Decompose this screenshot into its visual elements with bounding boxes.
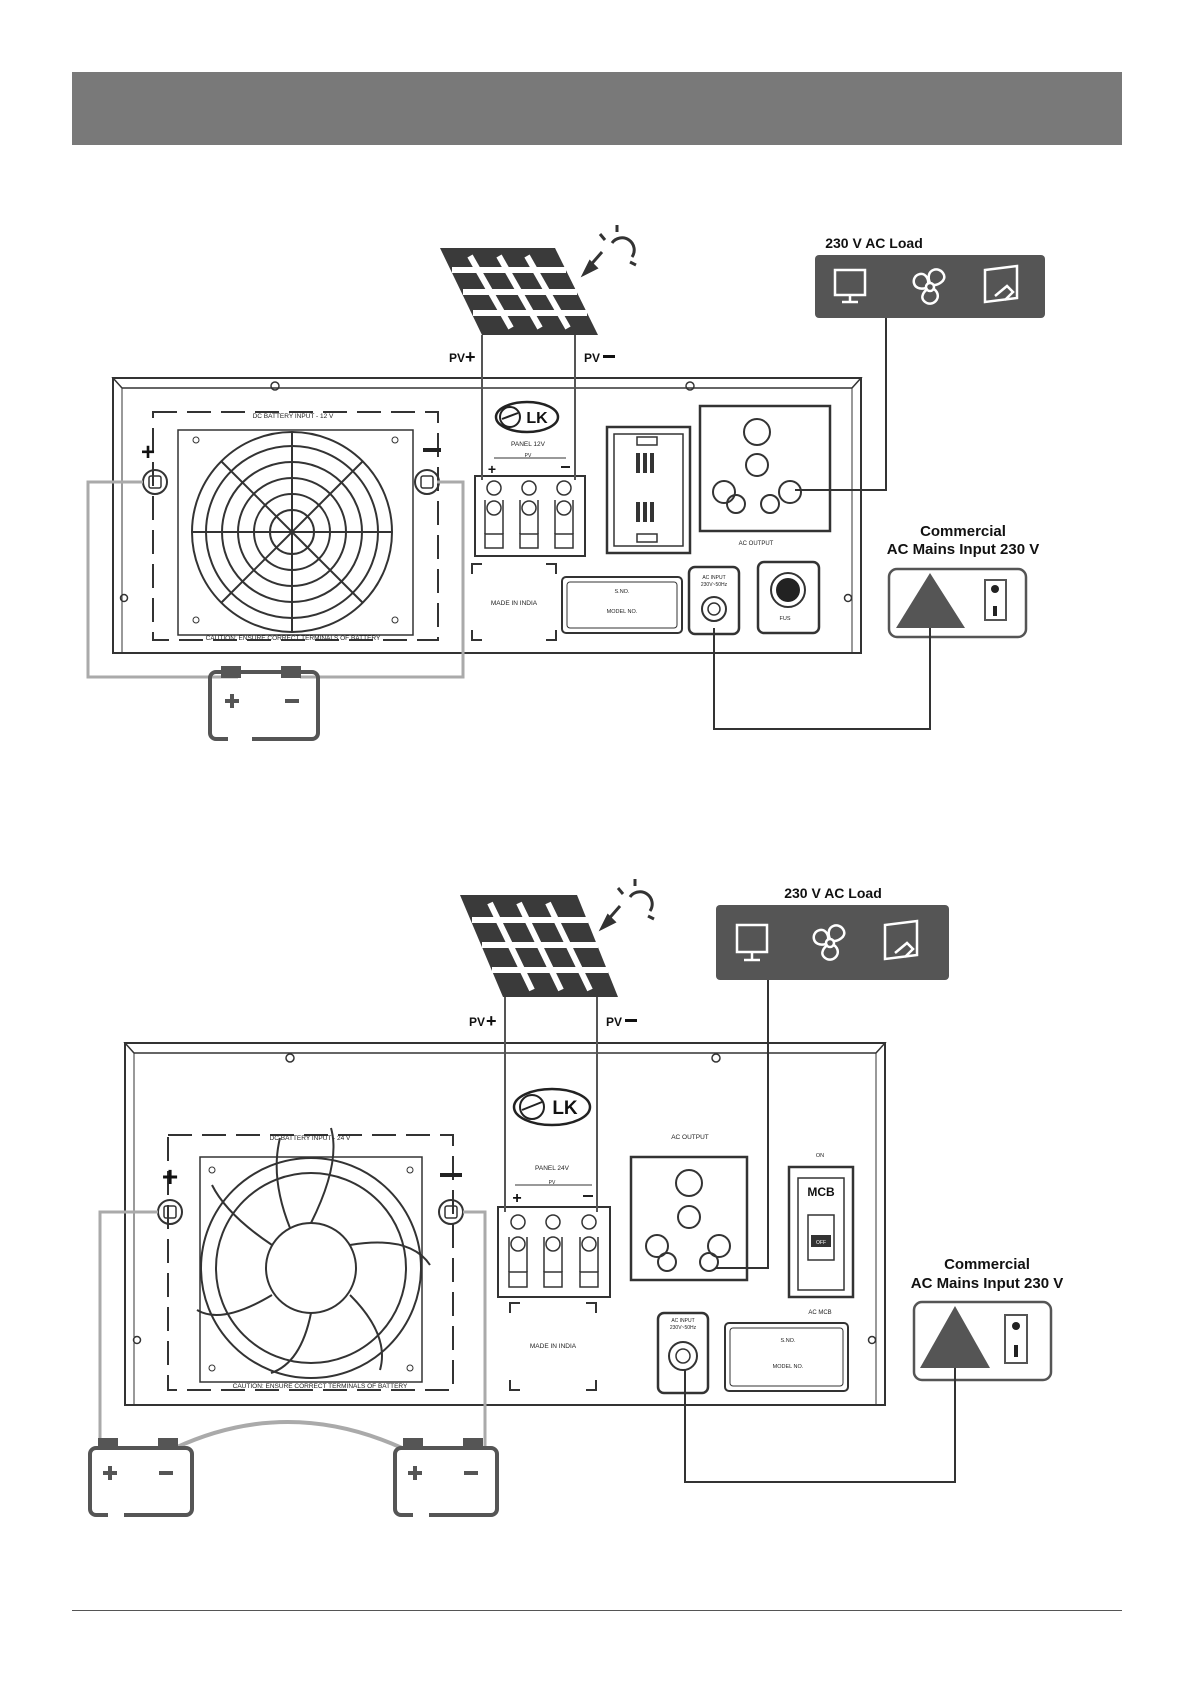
battery-plus-icon: + bbox=[141, 439, 155, 466]
mains-title-line2: AC Mains Input 230 V bbox=[911, 1275, 1064, 1292]
battery-icon bbox=[88, 1438, 194, 1517]
ac-input-label: AC INPUT bbox=[702, 575, 725, 581]
dc-battery-label: DC BATTERY INPUT - 12 V bbox=[253, 413, 334, 420]
mcb-label: MCB bbox=[807, 1185, 835, 1199]
switch-icon bbox=[1004, 1314, 1028, 1364]
pv-minus-label: PV bbox=[606, 1015, 622, 1029]
solar-panel-icon bbox=[460, 895, 618, 997]
tablet-icon bbox=[983, 264, 1019, 304]
sun-icon bbox=[580, 225, 637, 278]
sno-label: S.NO. bbox=[781, 1338, 796, 1344]
ac-load-box bbox=[815, 255, 1045, 318]
made-in-india-label: MADE IN INDIA bbox=[491, 600, 538, 607]
plus-sign-icon: + bbox=[465, 347, 476, 367]
caution-label: CAUTION: ENSURE CORRECT TERMINALS OF BAT… bbox=[233, 1383, 408, 1390]
battery-plus-wire bbox=[86, 480, 238, 679]
diagram-12v: PV + PV 230 V AC Load bbox=[86, 225, 1045, 741]
minus-sign-icon bbox=[625, 1019, 637, 1022]
load-wire bbox=[795, 318, 887, 491]
model-label: MODEL NO. bbox=[607, 609, 638, 615]
ac-input-rating: 230V~50Hz bbox=[701, 582, 728, 588]
ac-load-title: 230 V AC Load bbox=[825, 235, 923, 251]
pv-plus-label: PV bbox=[449, 351, 465, 365]
monitor-icon bbox=[735, 923, 769, 962]
plus-sign-icon: + bbox=[486, 1011, 497, 1031]
ac-input-rating: 230V~50Hz bbox=[670, 1325, 697, 1331]
battery-minus-wire bbox=[463, 1210, 487, 1448]
mcb-on-label: ON bbox=[816, 1153, 824, 1159]
diagram-24v: PV + PV 230 V AC Load bbox=[88, 879, 1064, 1517]
battery-plus-wire bbox=[98, 1210, 158, 1448]
dc-battery-label: DC BATTERY INPUT - 24 V bbox=[270, 1135, 351, 1142]
pv-small-label: PV bbox=[525, 453, 532, 459]
battery-minus-icon bbox=[423, 448, 441, 452]
brand-logo: LK bbox=[494, 400, 560, 434]
ac-load-title: 230 V AC Load bbox=[784, 885, 882, 901]
cooling-fan-icon bbox=[196, 1127, 431, 1383]
load-wire bbox=[716, 980, 769, 1269]
fuse-label: FUS bbox=[780, 616, 791, 622]
ac-output-label: AC OUTPUT bbox=[739, 541, 774, 547]
pv-plus-label: PV bbox=[469, 1015, 485, 1029]
mains-wire bbox=[713, 628, 931, 730]
solar-panel-icon bbox=[440, 248, 598, 335]
ac-mcb-label: AC MCB bbox=[808, 1310, 831, 1316]
plug-icon bbox=[896, 573, 965, 628]
pv-minus-label: PV bbox=[584, 351, 600, 365]
svg-text:+: + bbox=[512, 1190, 521, 1207]
mains-wire bbox=[684, 1368, 956, 1483]
mcb-off-label: OFF bbox=[816, 1240, 826, 1246]
ac-load-box bbox=[716, 905, 949, 980]
ac-input-label: AC INPUT bbox=[671, 1318, 694, 1324]
fan-icon bbox=[812, 924, 846, 961]
footer-rule bbox=[72, 1610, 1122, 1611]
battery-minus-icon bbox=[440, 1173, 462, 1177]
brand-logo: LK bbox=[512, 1087, 592, 1127]
battery-icon bbox=[393, 1438, 499, 1517]
fan-icon bbox=[912, 268, 946, 305]
mains-socket-box bbox=[912, 1300, 1053, 1382]
model-label: MODEL NO. bbox=[773, 1364, 804, 1370]
mains-title-line1: Commercial bbox=[920, 523, 1006, 540]
svg-text:LK: LK bbox=[526, 410, 548, 427]
panel-12v-label: PANEL 12V bbox=[511, 441, 546, 448]
monitor-icon bbox=[833, 268, 867, 304]
plug-icon bbox=[920, 1306, 990, 1368]
minus-sign-icon bbox=[603, 355, 615, 358]
inverter-12v-front: DC BATTERY INPUT - 12 V CAUTION: ENSURE … bbox=[111, 377, 863, 654]
switch-icon bbox=[984, 579, 1007, 621]
sun-icon bbox=[598, 879, 655, 932]
svg-text:+: + bbox=[488, 461, 496, 477]
pv-small-label: PV bbox=[549, 1180, 556, 1186]
ac-output-label: AC OUTPUT bbox=[671, 1134, 709, 1141]
svg-text:LK: LK bbox=[552, 1098, 578, 1119]
made-in-india-label: MADE IN INDIA bbox=[530, 1343, 577, 1350]
mains-socket-box bbox=[887, 567, 1028, 639]
cooling-fan-icon bbox=[177, 429, 414, 636]
mains-title-line1: Commercial bbox=[944, 1256, 1030, 1273]
sno-label: S.NO. bbox=[615, 589, 630, 595]
battery-minus-wire bbox=[300, 480, 465, 679]
battery-plus-icon: + bbox=[162, 1161, 178, 1192]
battery-icon bbox=[208, 666, 320, 741]
mains-title-line2: AC Mains Input 230 V bbox=[887, 541, 1040, 558]
tablet-icon bbox=[883, 919, 919, 961]
inverter-24v-front: DC BATTERY INPUT - 24 V CAUTION: ENSURE … bbox=[123, 1042, 887, 1406]
panel-24v-label: PANEL 24V bbox=[535, 1165, 570, 1172]
header-band bbox=[72, 72, 1122, 145]
battery-series-wire bbox=[174, 1420, 403, 1450]
caution-label: CAUTION: ENSURE CORRECT TERMINALS OF BAT… bbox=[206, 635, 381, 642]
